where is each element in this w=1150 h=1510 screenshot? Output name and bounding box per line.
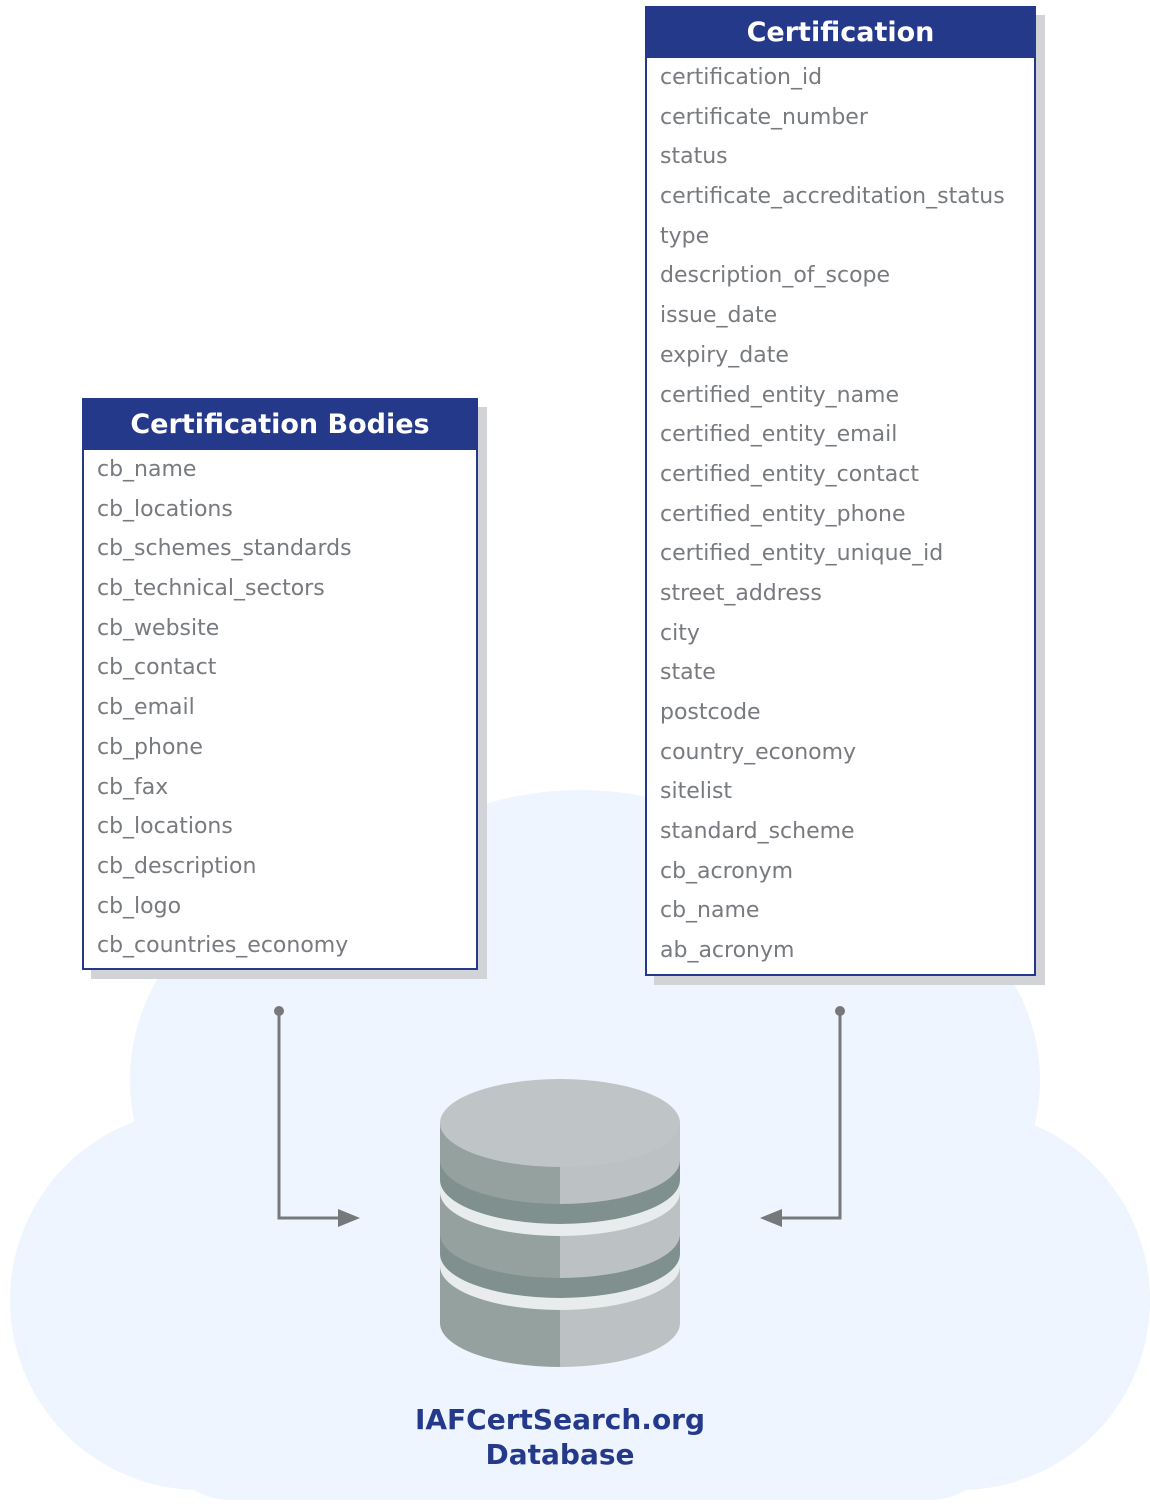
field-row: certified_entity_contact xyxy=(660,461,919,487)
arrow-head-left-icon xyxy=(760,1209,782,1227)
database-icon xyxy=(440,1079,680,1367)
field-row: cb_phone xyxy=(97,734,203,760)
field-row: cb_email xyxy=(97,695,195,721)
field-row: cb_name xyxy=(660,898,760,924)
field-row: description_of_scope xyxy=(660,263,891,289)
field-row: cb_logo xyxy=(97,893,182,919)
field-row: country_economy xyxy=(660,739,857,765)
field-row: certified_entity_email xyxy=(660,422,898,448)
arrow-head-right-icon xyxy=(338,1209,360,1227)
field-row: city xyxy=(660,620,700,646)
field-row: cb_name xyxy=(97,457,197,482)
certification-bodies-table: Certification Bodies cb_name cb_locations… xyxy=(82,398,478,970)
field-row: cb_website xyxy=(97,615,220,641)
field-row: cb_contact xyxy=(97,655,217,681)
field-row: cb_technical_sectors xyxy=(97,576,325,602)
field-row: cb_locations xyxy=(97,814,233,840)
database-label-line1: IAFCertSearch.org xyxy=(414,1403,706,1436)
field-row: certified_entity_unique_id xyxy=(660,541,944,567)
field-row: cb_acronym xyxy=(660,858,794,884)
field-row: cb_countries_economy xyxy=(97,933,349,959)
connector-left-dot xyxy=(274,1006,284,1016)
field-row: certificate_number xyxy=(660,104,868,130)
field-row: postcode xyxy=(660,700,761,725)
field-row: street_address xyxy=(660,580,822,606)
field-row: type xyxy=(660,223,710,249)
field-row: certificate_accreditation_status xyxy=(660,184,1005,210)
field-row: standard_scheme xyxy=(660,819,855,845)
field-row: cb_description xyxy=(97,853,257,879)
field-row: certified_entity_name xyxy=(660,382,900,408)
connector-right xyxy=(780,1011,842,1220)
field-row: certified_entity_phone xyxy=(660,501,906,527)
field-row: cb_schemes_standards xyxy=(97,536,352,562)
database-label-line2: Database xyxy=(485,1438,635,1471)
field-row: certification_id xyxy=(660,65,823,90)
field-row: state xyxy=(660,660,716,686)
connector-right-dot xyxy=(835,1006,845,1016)
field-row: cb_fax xyxy=(97,774,169,800)
connector-left xyxy=(277,1011,342,1220)
field-row: sitelist xyxy=(660,779,733,805)
field-row: issue_date xyxy=(660,303,778,329)
field-row: status xyxy=(660,144,728,170)
field-row: ab_acronym xyxy=(660,938,795,964)
field-row: expiry_date xyxy=(660,342,789,368)
field-row: cb_locations xyxy=(97,496,233,522)
certification-bodies-title: Certification Bodies xyxy=(84,400,476,450)
database-label: IAFCertSearch.org Database xyxy=(360,1402,760,1472)
certification-title: Certification xyxy=(647,8,1034,58)
